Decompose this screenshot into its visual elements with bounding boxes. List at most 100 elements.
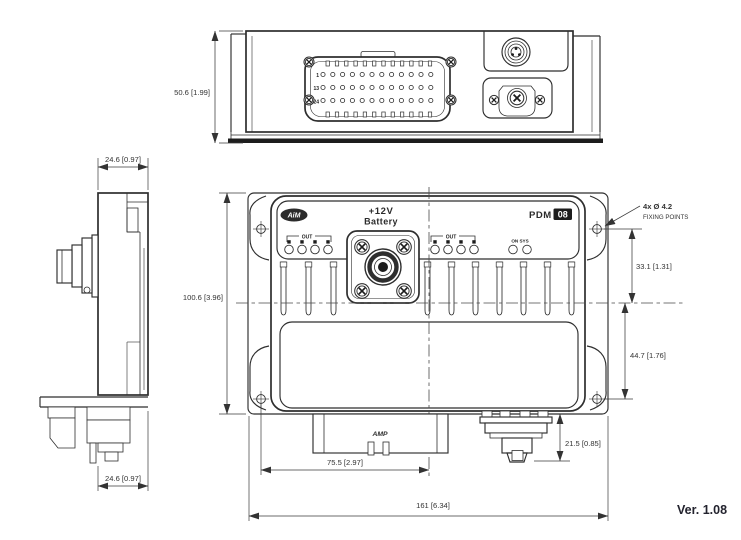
dim-label-75-5: 75.5 [2.97] bbox=[327, 458, 363, 467]
pin bbox=[369, 72, 375, 78]
keyed-connector-screws bbox=[488, 90, 546, 106]
led-number-window bbox=[472, 240, 476, 244]
led-number-window bbox=[459, 240, 463, 244]
pin bbox=[349, 72, 355, 78]
dim-label-50-6: 50.6 [1.99] bbox=[174, 88, 210, 97]
tooth bbox=[409, 111, 414, 118]
pin bbox=[359, 98, 365, 104]
fin-cap bbox=[543, 261, 552, 268]
pin bbox=[408, 72, 414, 78]
bottom-right-connector bbox=[479, 410, 553, 463]
pin bbox=[320, 85, 326, 91]
led-number-window bbox=[313, 240, 317, 244]
fin-cap bbox=[567, 261, 576, 268]
pin bbox=[320, 98, 326, 104]
led-number-window bbox=[300, 240, 304, 244]
dim-label-100-6: 100.6 [3.96] bbox=[183, 293, 223, 302]
tooth bbox=[325, 60, 330, 67]
model-name: PDM bbox=[529, 210, 552, 221]
fixing-note-line1: 4x Ø 4.2 bbox=[643, 202, 672, 211]
fin bbox=[472, 261, 479, 316]
pin bbox=[379, 85, 385, 91]
fin-cap bbox=[519, 261, 528, 268]
pin bbox=[428, 72, 434, 78]
screw-icon bbox=[396, 239, 412, 255]
led-number-window bbox=[287, 240, 291, 244]
screw-icon bbox=[534, 94, 546, 106]
tooth bbox=[409, 60, 414, 67]
fixing-points-note: 4x Ø 4.2 FIXING POINTS bbox=[604, 202, 688, 227]
dim-width: 161 [6.34] bbox=[248, 416, 609, 521]
connector-teeth bbox=[325, 60, 433, 118]
led bbox=[443, 244, 453, 255]
amp-connector: AMP bbox=[312, 413, 449, 456]
fin-cap bbox=[304, 261, 313, 268]
pin-row-1-label: 1 bbox=[316, 73, 319, 79]
pin bbox=[330, 72, 336, 78]
pin bbox=[369, 85, 375, 91]
side-view-body bbox=[97, 192, 149, 396]
screw-icon bbox=[303, 94, 315, 106]
pin bbox=[428, 85, 434, 91]
pin bbox=[428, 98, 434, 104]
pin bbox=[340, 85, 346, 91]
pin bbox=[359, 72, 365, 78]
led bbox=[456, 244, 466, 255]
fixing-point-crosshair bbox=[589, 221, 605, 237]
dim-side-depth-bottom: 24.6 [0.97] bbox=[97, 411, 149, 491]
fixing-point-crosshair bbox=[589, 391, 605, 407]
pin bbox=[398, 85, 404, 91]
aim-logo-text: AiM bbox=[287, 213, 301, 220]
fin-cap bbox=[279, 261, 288, 268]
tooth bbox=[353, 111, 358, 118]
tooth bbox=[381, 60, 386, 67]
screw-icon bbox=[445, 94, 457, 106]
pin bbox=[379, 98, 385, 104]
pin bbox=[349, 98, 355, 104]
side-bottom-connectors bbox=[47, 406, 131, 464]
dim-top-view-height: 50.6 [1.99] bbox=[174, 30, 243, 144]
led bbox=[310, 244, 320, 255]
dim-label-21-5: 21.5 [0.85] bbox=[565, 439, 601, 448]
fin bbox=[496, 261, 503, 316]
out-group-right: OUT bbox=[430, 235, 479, 255]
connector-corner-screws bbox=[303, 56, 457, 106]
dim-label-24-6-bottom: 24.6 [0.97] bbox=[105, 474, 141, 483]
fin bbox=[280, 261, 287, 316]
power-label-line1: +12V bbox=[369, 206, 394, 217]
tooth bbox=[344, 111, 349, 118]
tooth bbox=[418, 60, 423, 67]
dim-side-depth-top: 24.6 [0.97] bbox=[97, 155, 149, 190]
pin bbox=[340, 72, 346, 78]
round-connector-pin bbox=[518, 53, 521, 56]
screw-icon bbox=[396, 283, 412, 299]
pin bbox=[408, 98, 414, 104]
led bbox=[469, 244, 479, 255]
side-connector bbox=[56, 234, 99, 298]
power-label-line2: Battery bbox=[364, 217, 398, 227]
pin bbox=[330, 98, 336, 104]
pin bbox=[398, 98, 404, 104]
pin bbox=[379, 72, 385, 78]
dim-label-24-6-top: 24.6 [0.97] bbox=[105, 155, 141, 164]
pin bbox=[408, 85, 414, 91]
tooth bbox=[362, 60, 367, 67]
top-view: 1 13 24 50.6 [1.99] bbox=[174, 30, 603, 144]
pin-grid bbox=[320, 72, 434, 104]
screw-icon bbox=[303, 56, 315, 68]
dim-amp-offset: 75.5 [2.97] bbox=[260, 404, 430, 475]
tooth bbox=[325, 111, 330, 118]
tooth bbox=[427, 60, 433, 67]
tooth bbox=[418, 111, 423, 118]
out-left-label: OUT bbox=[302, 235, 313, 241]
tooth bbox=[390, 111, 395, 118]
aim-logo: AiM bbox=[280, 208, 308, 222]
round-connector-pin bbox=[511, 53, 514, 56]
pin bbox=[418, 98, 424, 104]
fixing-note-line2: FIXING POINTS bbox=[643, 214, 688, 221]
led bbox=[297, 244, 307, 255]
model-number: 08 bbox=[558, 210, 568, 220]
power-connector-screws bbox=[354, 239, 412, 299]
out-right-indicators bbox=[430, 240, 479, 255]
